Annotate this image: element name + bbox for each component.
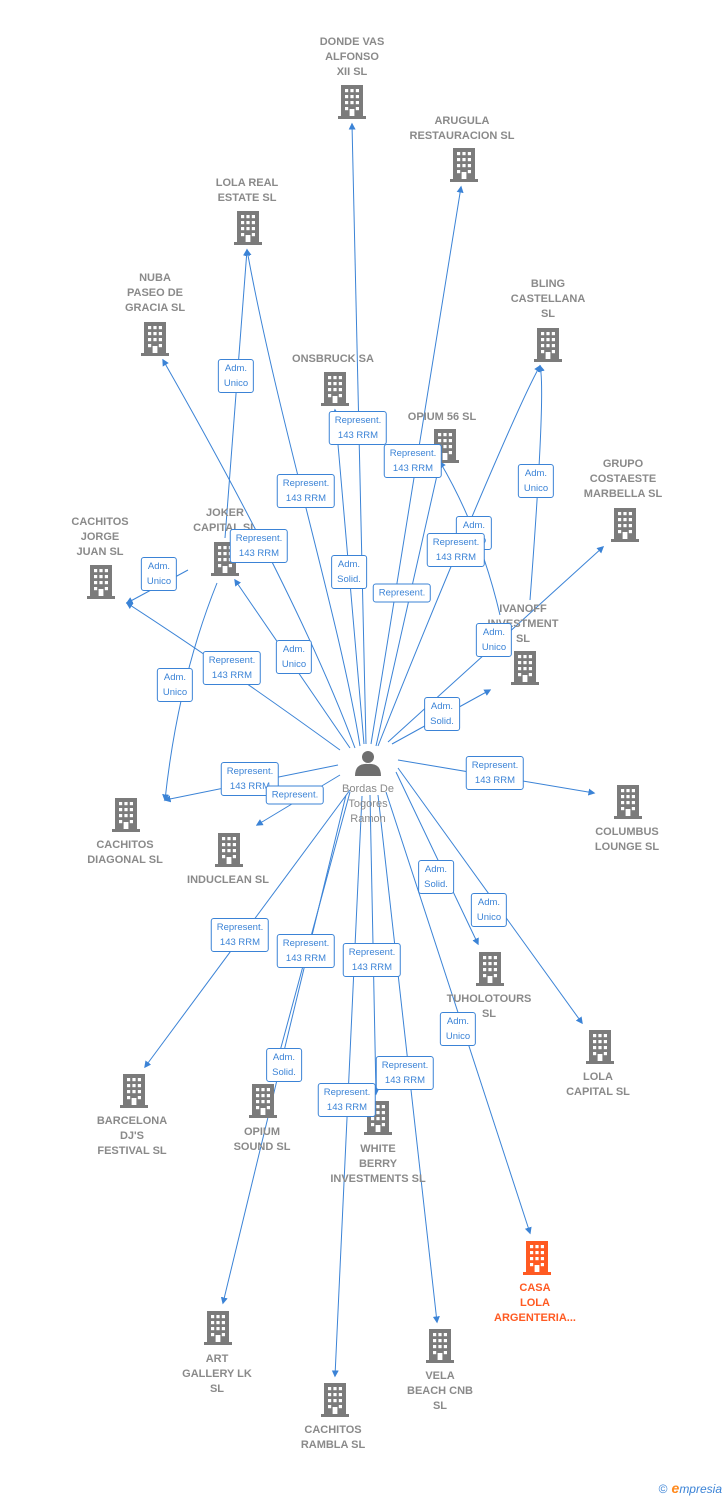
brand-logo-e: e bbox=[671, 1480, 680, 1496]
edge-label: Adm.Unico bbox=[439, 1012, 477, 1046]
edge-to-tuholotours bbox=[395, 771, 479, 946]
person-icon-body[interactable] bbox=[355, 763, 381, 776]
building-icon[interactable] bbox=[523, 1241, 551, 1275]
building-icon[interactable] bbox=[586, 1030, 614, 1064]
copyright-icon: © bbox=[658, 1482, 668, 1496]
edge-label: Represent.143 RRM bbox=[229, 529, 289, 563]
edge-to-lolarealestate bbox=[224, 248, 251, 539]
edge-label: Adm.Solid. bbox=[418, 860, 454, 894]
edge-label: Represent.143 RRM bbox=[426, 533, 486, 567]
edge-label: Adm.Solid. bbox=[424, 697, 460, 731]
edge-label: Adm.Unico bbox=[140, 557, 178, 591]
person-icon[interactable] bbox=[362, 751, 374, 763]
edge-label: Adm.Unico bbox=[275, 640, 313, 674]
building-icon[interactable] bbox=[450, 148, 478, 182]
building-icon[interactable] bbox=[534, 328, 562, 362]
edge-label: Represent.143 RRM bbox=[375, 1056, 435, 1090]
building-icon[interactable] bbox=[426, 1329, 454, 1363]
edge-to-bling bbox=[377, 364, 541, 747]
building-icon[interactable] bbox=[141, 322, 169, 356]
building-icon[interactable] bbox=[215, 833, 243, 867]
edge-label: Represent.143 RRM bbox=[317, 1083, 377, 1117]
edge-to-bling bbox=[529, 364, 545, 601]
edge-label: Adm.Solid. bbox=[331, 555, 367, 589]
brand-name: mpresia bbox=[679, 1482, 722, 1496]
edge-to-lolarealestate bbox=[244, 248, 361, 747]
edge-to-opium56 bbox=[375, 460, 443, 747]
company-label-induclean[interactable]: INDUCLEAN SL bbox=[187, 874, 269, 886]
building-icon[interactable] bbox=[112, 798, 140, 832]
building-icon[interactable] bbox=[338, 85, 366, 119]
building-icon[interactable] bbox=[321, 1383, 349, 1417]
edge-label: Adm.Unico bbox=[517, 464, 555, 498]
building-icon[interactable] bbox=[249, 1084, 277, 1118]
edge-label: Represent.143 RRM bbox=[202, 651, 262, 685]
edge-label: Represent.143 RRM bbox=[210, 918, 270, 952]
building-icon[interactable] bbox=[120, 1074, 148, 1108]
edge-to-nuba bbox=[162, 358, 356, 749]
building-icon[interactable] bbox=[614, 785, 642, 819]
edge-label: Represent.143 RRM bbox=[328, 411, 388, 445]
edge-label: Represent.143 RRM bbox=[342, 943, 402, 977]
edge-label: Adm.Unico bbox=[217, 359, 255, 393]
edge-label: Represent.143 RRM bbox=[276, 934, 336, 968]
edge-label: Represent.143 RRM bbox=[465, 756, 525, 790]
edge-label: Adm.Unico bbox=[470, 893, 508, 927]
person-node[interactable] bbox=[355, 751, 381, 776]
footer-brand: ©empresia bbox=[659, 1480, 722, 1496]
building-icon[interactable] bbox=[204, 1311, 232, 1345]
building-icon[interactable] bbox=[87, 565, 115, 599]
edge-label: Represent. bbox=[265, 785, 325, 805]
edge-label: Adm.Unico bbox=[156, 668, 194, 702]
building-icon[interactable] bbox=[511, 651, 539, 685]
edge-label: Represent. bbox=[372, 583, 432, 603]
edge-label: Adm.Solid. bbox=[266, 1048, 302, 1082]
edge-label: Represent.143 RRM bbox=[383, 444, 443, 478]
building-icon[interactable] bbox=[321, 372, 349, 406]
company-label-onsbruck[interactable]: ONSBRUCK SA bbox=[292, 353, 374, 365]
edge-label: Adm.Unico bbox=[475, 623, 513, 657]
company-label-opium56[interactable]: OPIUM 56 SL bbox=[407, 411, 477, 423]
building-icon[interactable] bbox=[476, 952, 504, 986]
edge-label: Represent.143 RRM bbox=[276, 474, 336, 508]
building-icon[interactable] bbox=[234, 211, 262, 245]
building-icon[interactable] bbox=[611, 508, 639, 542]
